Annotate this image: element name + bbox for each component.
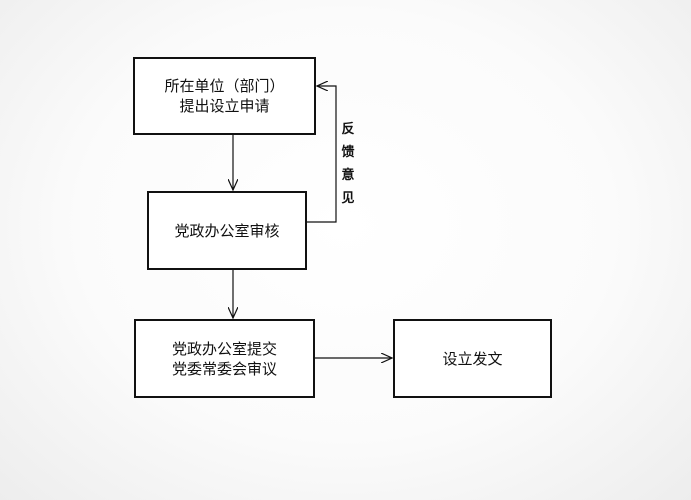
- node-apply-line2: 提出设立申请: [179, 97, 270, 115]
- feedback-char: 反: [341, 122, 355, 137]
- feedback-label: 反 馈 意 见: [340, 118, 356, 210]
- node-review-line1: 党政办公室审核: [174, 221, 280, 240]
- node-submit-line1: 党政办公室提交: [171, 339, 277, 358]
- node-issue: 设立发文: [393, 319, 552, 398]
- node-issue-line1: 设立发文: [442, 349, 503, 368]
- node-submit: 党政办公室提交 党委常委会审议: [134, 319, 315, 398]
- node-review: 党政办公室审核: [147, 191, 307, 270]
- node-submit-line2: 党委常委会审议: [171, 359, 277, 378]
- node-apply: 所在单位（部门） 提出设立申请: [133, 57, 316, 135]
- feedback-char: 馈: [341, 145, 355, 160]
- feedback-char: 见: [341, 191, 355, 206]
- feedback-char: 意: [341, 168, 355, 183]
- node-apply-line1: 所在单位（部门）: [164, 77, 285, 95]
